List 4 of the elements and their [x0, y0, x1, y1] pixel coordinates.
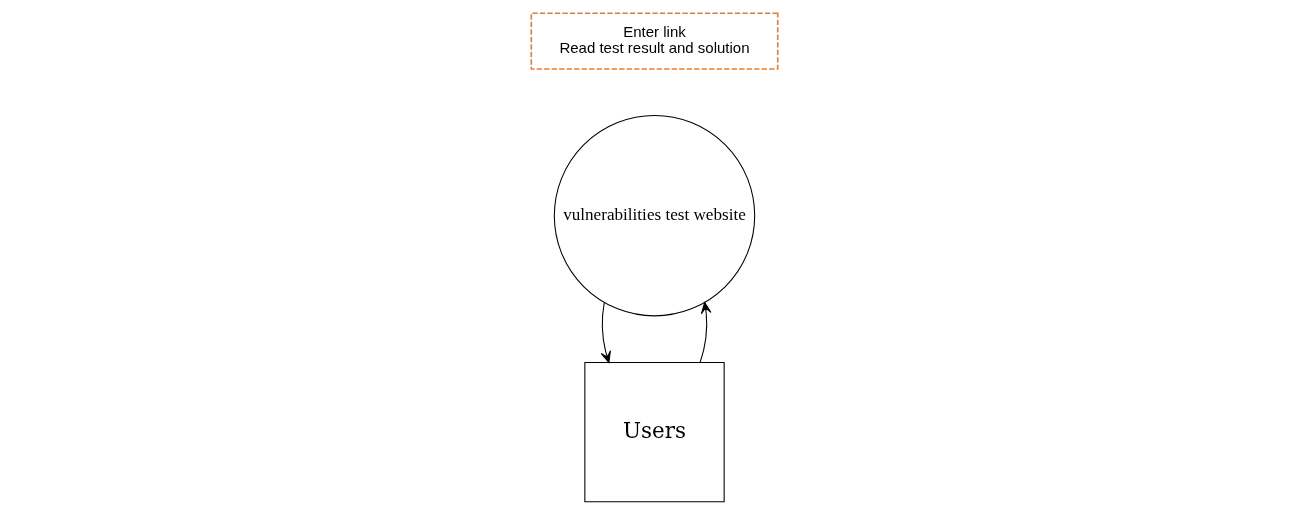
- arrow: [600, 302, 611, 363]
- arrow: [699, 302, 712, 363]
- node-box: Enter link Read test result and solution: [530, 12, 779, 70]
- node-box: Users: [584, 361, 725, 503]
